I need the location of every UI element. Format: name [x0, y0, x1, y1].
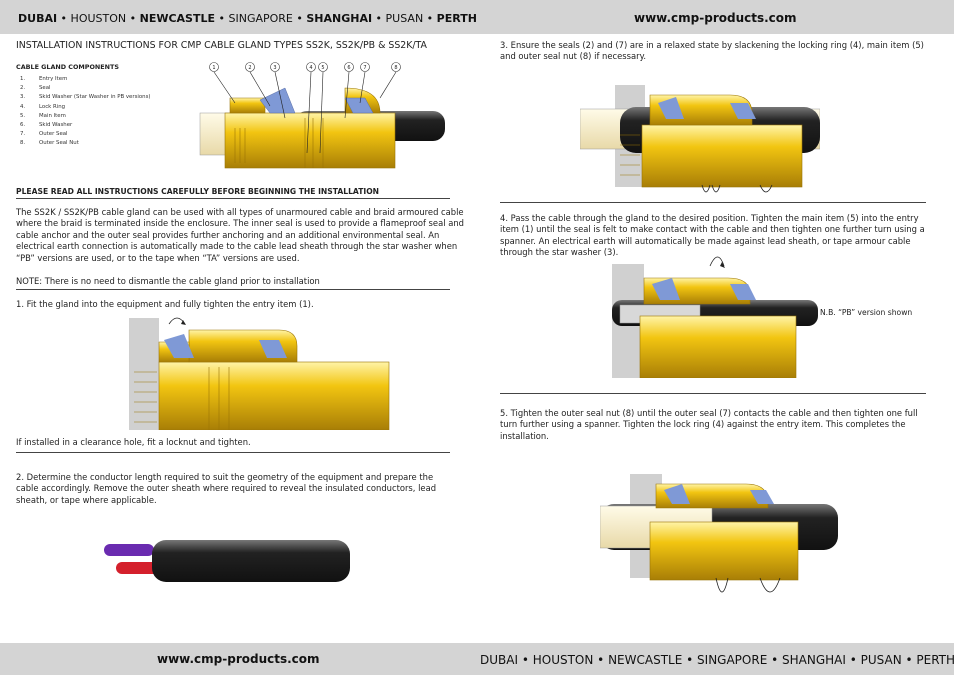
callout-2: 2 — [248, 65, 251, 71]
footer-city: DUBAI — [480, 653, 519, 667]
component-number: 1. — [20, 76, 26, 82]
callout-6: 6 — [347, 65, 350, 71]
component-item: 2. Seal — [20, 84, 151, 93]
city-separator: • — [215, 12, 229, 25]
city-separator: • — [372, 12, 386, 25]
component-number: 8. — [20, 140, 26, 147]
header-city: DUBAI — [18, 12, 58, 25]
component-item: 5. Main Item — [20, 112, 151, 121]
callout-7: 7 — [363, 65, 366, 71]
exploded-gland-diagram: 1 2 3 4 5 6 7 8 — [199, 62, 445, 169]
divider-2 — [16, 289, 450, 290]
pb-version-note: N.B. “PB” version shown — [820, 308, 913, 317]
header-city: SHANGHAI — [306, 12, 373, 25]
component-label: Outer Seal Nut — [39, 140, 79, 147]
component-label: Lock Ring — [39, 103, 66, 110]
step-3-diagram — [580, 85, 820, 193]
component-number: 7. — [20, 131, 26, 138]
city-separator: • — [423, 12, 437, 25]
step-4-text: 4. Pass the cable through the gland to t… — [500, 213, 925, 258]
header-url[interactable]: www.cmp-products.com — [634, 11, 797, 25]
divider-1 — [16, 198, 450, 199]
city-separator: • — [767, 653, 782, 667]
header-city: NEWCASTLE — [139, 12, 215, 25]
footer-bar: www.cmp-products.com DUBAI • HOUSTON • N… — [0, 643, 954, 675]
step-1-diagram — [129, 317, 390, 430]
component-number: 6. — [20, 122, 26, 129]
step-2-text: 2. Determine the conductor length requir… — [16, 472, 437, 505]
city-separator: • — [126, 12, 140, 25]
city-separator: • — [292, 12, 307, 25]
city-separator: • — [845, 653, 861, 667]
callout-5: 5 — [321, 65, 324, 71]
header-bar: DUBAI • HOUSTON • NEWCASTLE • SINGAPORE … — [0, 0, 954, 34]
component-number: 4. — [20, 103, 26, 110]
warning-heading: PLEASE READ ALL INSTRUCTIONS CAREFULLY B… — [16, 187, 380, 196]
component-item: 8. Outer Seal Nut — [20, 139, 151, 148]
component-label: Skid Washer — [39, 122, 73, 129]
page-title: INSTALLATION INSTRUCTIONS FOR CMP CABLE … — [16, 40, 427, 51]
header-city: SINGAPORE — [228, 12, 293, 25]
step-3-text: 3. Ensure the seals (2) and (7) are in a… — [500, 40, 924, 62]
components-heading: CABLE GLAND COMPONENTS — [16, 63, 119, 71]
callout-1: 1 — [212, 65, 215, 71]
component-item: 7. Outer Seal — [20, 130, 151, 139]
header-city: HOUSTON — [70, 12, 127, 25]
header-cities: DUBAI • HOUSTON • NEWCASTLE • SINGAPORE … — [18, 12, 477, 25]
footer-city: SINGAPORE — [697, 653, 768, 667]
header-city: PERTH — [436, 12, 477, 25]
footer-city: SHANGHAI — [782, 653, 846, 667]
footer-city: HOUSTON — [532, 653, 594, 667]
city-separator: • — [518, 653, 533, 667]
divider-5 — [500, 393, 926, 394]
intro-paragraph: The SS2K / SS2K/PB cable gland can be us… — [16, 207, 464, 263]
city-separator: • — [57, 12, 71, 25]
step-2-cable-diagram — [104, 540, 350, 582]
component-item: 4. Lock Ring — [20, 103, 151, 112]
component-item: 3. Skid Washer (Star Washer in PB version… — [20, 93, 151, 102]
component-label: Main Item — [39, 112, 66, 119]
component-number: 3. — [20, 94, 26, 101]
note-text: NOTE: There is no need to dismantle the … — [16, 276, 320, 286]
city-separator: • — [901, 653, 917, 667]
step-1-text: 1. Fit the gland into the equipment and … — [16, 299, 314, 309]
step-5-diagram — [600, 474, 838, 593]
footer-city: NEWCASTLE — [608, 653, 683, 667]
component-label: Outer Seal — [39, 131, 68, 138]
footer-cities: DUBAI • HOUSTON • NEWCASTLE • SINGAPORE … — [480, 653, 954, 667]
component-number: 5. — [20, 112, 26, 119]
component-label: Seal — [39, 85, 51, 92]
component-label: Entry Item — [39, 76, 68, 82]
step-1-note: If installed in a clearance hole, fit a … — [16, 437, 251, 447]
step-5-text: 5. Tighten the outer seal nut (8) until … — [500, 408, 918, 441]
city-separator: • — [593, 653, 609, 667]
footer-url[interactable]: www.cmp-products.com — [157, 652, 320, 666]
city-separator: • — [682, 653, 698, 667]
component-item: 6. Skid Washer — [20, 121, 151, 130]
component-item: 1. Entry Item — [20, 75, 151, 84]
callout-8: 8 — [394, 65, 397, 71]
callout-3: 3 — [273, 65, 276, 71]
callout-4: 4 — [309, 65, 312, 71]
component-number: 2. — [20, 85, 26, 92]
footer-city: PUSAN — [860, 653, 902, 667]
footer-city: PERTH — [916, 653, 954, 667]
header-city: PUSAN — [385, 12, 424, 25]
step-4-diagram — [612, 256, 818, 378]
divider-3 — [16, 452, 450, 453]
divider-4 — [500, 202, 926, 203]
component-label: Skid Washer (Star Washer in PB versions) — [39, 94, 151, 101]
components-list: 1. Entry Item 2. Seal 3. Skid Washer (Star Wa… — [20, 75, 151, 149]
